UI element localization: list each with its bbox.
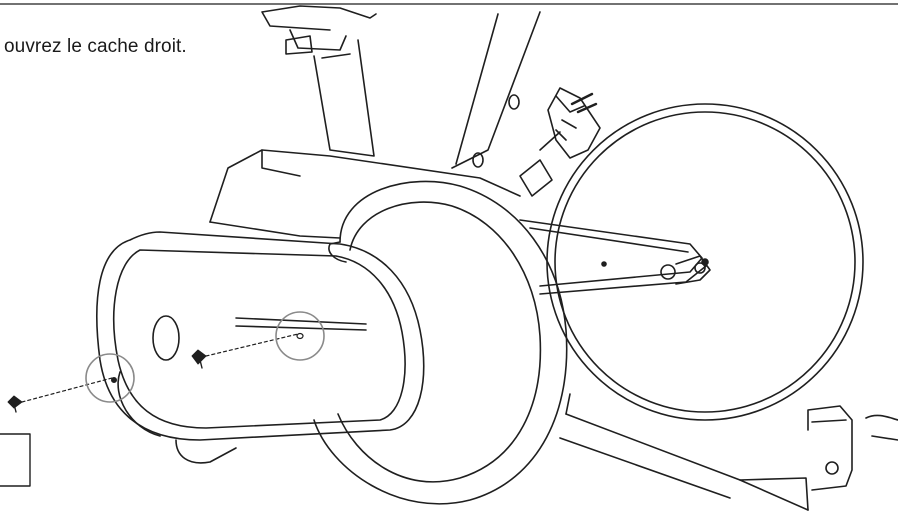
screw-icon — [191, 349, 207, 369]
axle-nut — [660, 255, 711, 285]
screw-hole — [296, 332, 304, 340]
screw-icon — [7, 395, 23, 413]
frame-hole — [472, 152, 484, 168]
instruction-text: ouvrez le cache droit. — [4, 36, 187, 57]
screw-hole — [111, 377, 117, 383]
crank-ring — [313, 180, 568, 505]
screw-guide-line — [21, 377, 113, 403]
screw-guide-line — [205, 333, 299, 357]
frame-tube — [451, 11, 541, 169]
seat-post — [261, 5, 377, 157]
step-number-box — [0, 433, 31, 487]
chain-cover — [96, 149, 521, 464]
screw-hole-callout — [275, 311, 325, 361]
lower-frame — [559, 393, 898, 511]
frame-hole — [508, 94, 520, 110]
brake-assembly — [519, 87, 601, 197]
screw-hole-callout — [85, 353, 135, 403]
